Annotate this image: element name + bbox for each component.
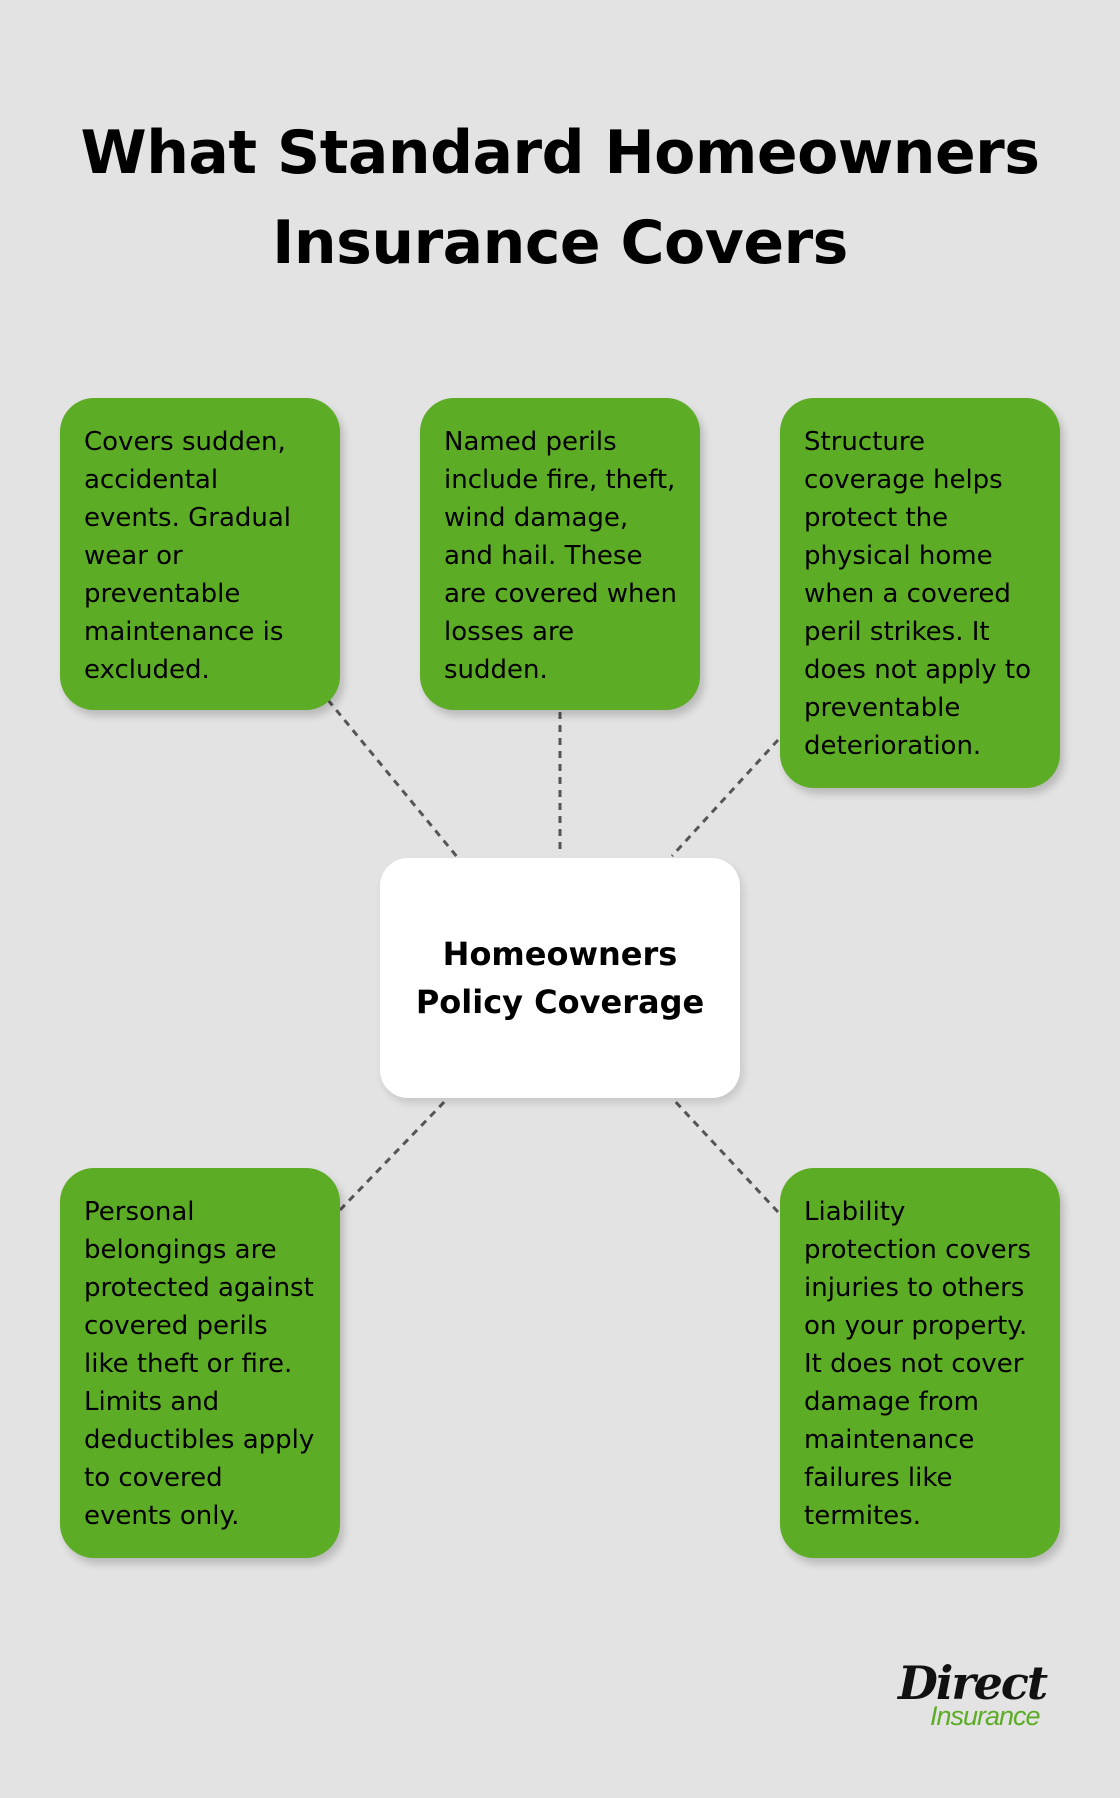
center-line-2: Policy Coverage [415,983,705,1021]
center-line-1: Homeowners [442,935,678,973]
page-title: What Standard Homeowners Insurance Cover… [0,108,1120,288]
logo-line-2: Insurance [930,1701,1041,1731]
card-text: Personal belongings are protected agains… [84,1197,315,1531]
card-named-perils: Named perils include fire, theft, wind d… [420,398,700,710]
connector-structure-coverage [670,738,780,858]
direct-insurance-logo: Direct Insurance [898,1660,1058,1730]
card-structure-coverage: Structure coverage helps protect the phy… [780,398,1060,788]
card-personal-belongings: Personal belongings are protected agains… [60,1168,340,1558]
connector-personal-belongings [338,1096,450,1212]
connector-sudden-events [326,699,460,859]
card-text: Liability protection covers injuries to … [804,1197,1031,1531]
connector-liability-protection [670,1096,780,1214]
logo-line-1: Direct [898,1656,1048,1710]
title-line-1: What Standard Homeowners [80,118,1040,188]
card-sudden-events: Covers sudden, accidental events. Gradua… [60,398,340,710]
card-text: Named perils include fire, theft, wind d… [444,427,677,685]
center-node: Homeowners Policy Coverage [380,858,740,1098]
card-text: Covers sudden, accidental events. Gradua… [84,427,292,685]
card-liability-protection: Liability protection covers injuries to … [780,1168,1060,1558]
card-text: Structure coverage helps protect the phy… [804,427,1031,761]
title-line-2: Insurance Covers [272,208,848,278]
